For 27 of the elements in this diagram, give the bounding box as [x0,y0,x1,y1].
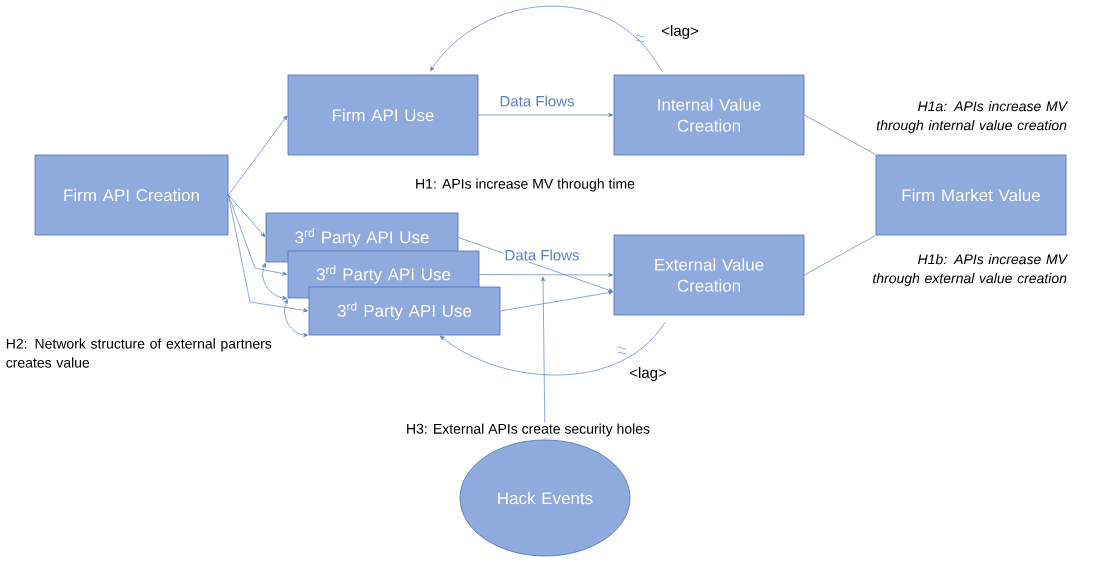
arrow [283,298,309,338]
arrow [228,194,309,313]
arrow [228,194,266,238]
hypothesis-label: H2: Network structure of external partners creates value [6,338,272,368]
edge-label: Data Flows [503,248,581,262]
hypothesis-label: H1: APIs increase MV through time [414,177,636,193]
arrow [439,322,666,376]
arrow [430,5,663,72]
arrow [541,276,546,440]
edge-label: <lag> [627,365,669,383]
arrow [261,262,288,300]
process-box: Firm API Use [287,74,479,156]
process-box: Firm Market Value [875,154,1067,236]
hypothesis-label: H1a: APIs increase MV through internal value creation [876,101,1069,133]
process-box: Firm API Creation [34,154,229,236]
process-box: 3$^{rd}$ Party API Use [308,286,501,336]
edge-label: Data Flows [498,94,576,108]
hypothesis-label: H1b: APIs increase MV through external value creation [873,254,1069,287]
process-box: External Value Creation [613,234,805,316]
arrow [228,115,288,196]
arrow [478,112,614,118]
arrow [479,272,614,278]
edge-label: <lag> [659,23,701,41]
arrow [500,290,614,312]
arrow [228,194,288,276]
process-box: Internal Value Creation [613,74,805,156]
hypothesis-label: H3: External APIs create security holes [404,422,652,438]
